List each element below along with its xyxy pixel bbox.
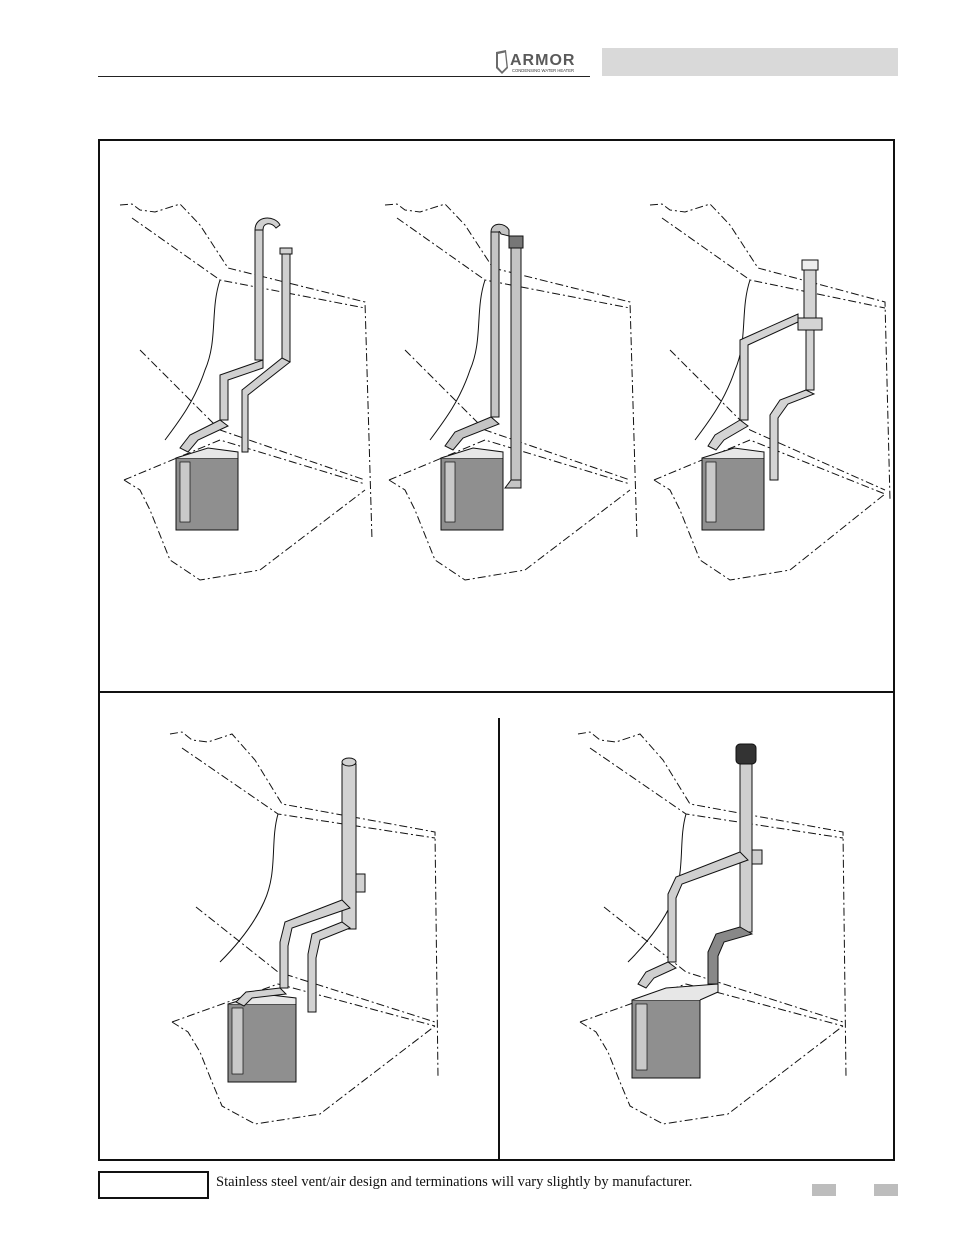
- armor-logo: ARMOR CONDENSING WATER HEATER: [492, 48, 602, 76]
- header-rule: [98, 76, 590, 77]
- footer-tab-right: [874, 1184, 898, 1196]
- figure-top-middle: [384, 203, 638, 581]
- logo-text: ARMOR: [510, 52, 575, 69]
- figure-top-left: [119, 203, 373, 581]
- logo-tagline: CONDENSING WATER HEATER: [512, 68, 574, 73]
- header-bar: [590, 48, 898, 76]
- figure-bottom-left: [169, 731, 439, 1125]
- note-text: Stainless steel vent/air design and term…: [216, 1174, 693, 1190]
- figure-frame: [98, 139, 895, 1161]
- frame-vertical-divider: [498, 718, 500, 1160]
- footer-tab-left: [812, 1184, 836, 1196]
- frame-horizontal-divider: [98, 691, 895, 693]
- note-label-box: [98, 1171, 209, 1199]
- figure-top-right: [649, 203, 891, 581]
- figure-bottom-right: [577, 731, 847, 1125]
